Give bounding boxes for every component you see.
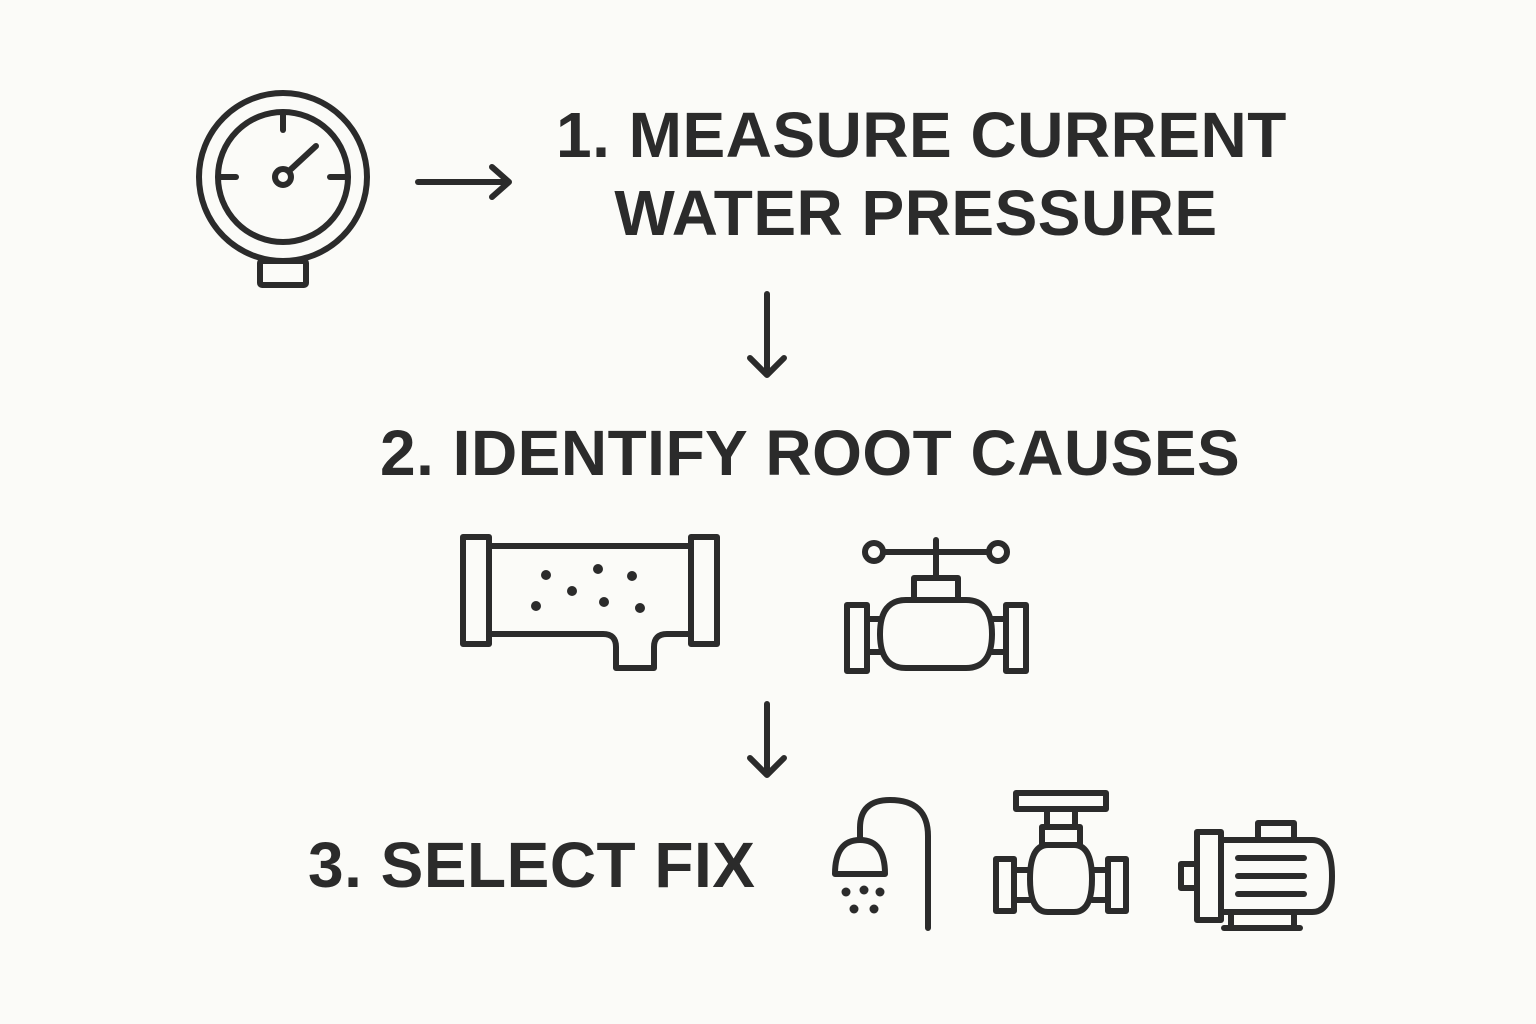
valve-icon — [992, 788, 1132, 920]
down-arrow-icon — [744, 698, 790, 782]
clogged-pipe-icon — [458, 532, 722, 674]
step-1-title-line-2: WATER PRESSURE — [614, 177, 1218, 249]
step-1-title: 1. MEASURE CURRENT WATER PRESSURE — [556, 96, 1287, 252]
step-3-title-line-1: 3. SELECT FIX — [308, 829, 756, 901]
pump-motor-icon — [1176, 818, 1338, 934]
step-3-title: 3. SELECT FIX — [308, 826, 755, 904]
right-arrow-icon — [412, 162, 516, 202]
down-arrow-icon — [744, 288, 790, 382]
step-2-title: 2. IDENTIFY ROOT CAUSES — [380, 414, 1240, 492]
step-2-title-line-1: 2. IDENTIFY ROOT CAUSES — [380, 417, 1241, 489]
gate-valve-icon — [842, 534, 1032, 678]
pressure-gauge-icon — [194, 90, 372, 290]
shower-head-icon — [830, 792, 940, 934]
step-1-title-line-1: 1. MEASURE CURRENT — [556, 99, 1287, 171]
